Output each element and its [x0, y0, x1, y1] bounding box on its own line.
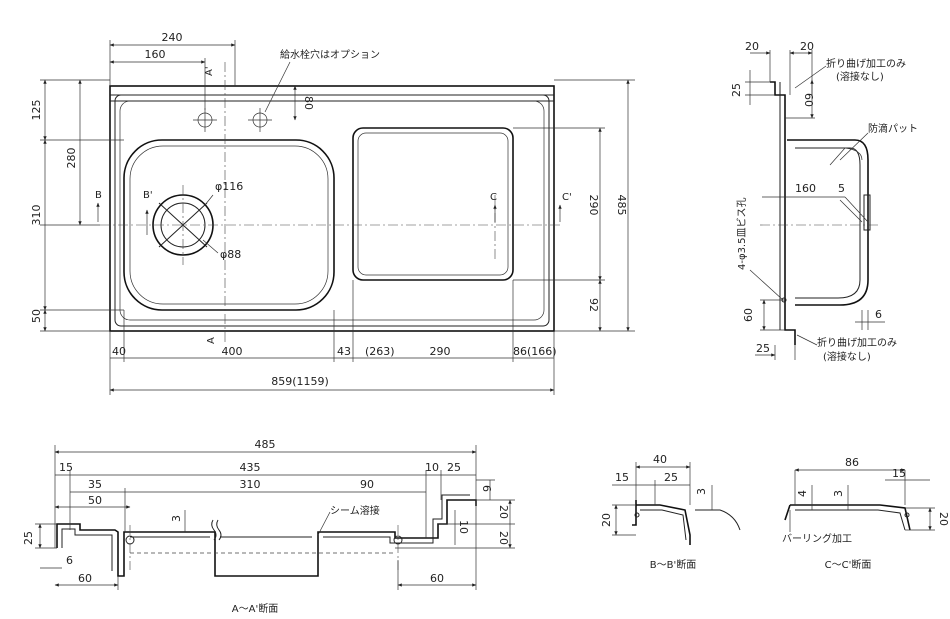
- dim-bottom-40: 40: [112, 345, 126, 358]
- dim-160: 160: [145, 48, 166, 61]
- section-a-dim-435: 435: [240, 461, 261, 474]
- basin-profile: [787, 139, 869, 306]
- section-mark-c-prime: C': [562, 192, 572, 203]
- section-b-dim-40: 40: [653, 453, 667, 466]
- drain-inner-label: φ88: [220, 248, 241, 261]
- section-a-dim-35: 35: [88, 478, 102, 491]
- section-b-view: 40 15 25 3 20 B～B'断面: [600, 453, 741, 571]
- side-dim-60-top: 60: [802, 93, 815, 107]
- drain-outer-label: φ116: [215, 180, 243, 193]
- section-c-caption: C～C'断面: [825, 558, 872, 571]
- section-a-note-seam: シーム溶接: [330, 504, 380, 517]
- dim-total-width: 859(1159): [271, 375, 329, 388]
- section-a-dim-25: 25: [447, 461, 461, 474]
- counter-outline: [109, 85, 555, 332]
- section-b-dim-25: 25: [664, 471, 678, 484]
- section-a-view: 485 15 435 10 25 35 310 90 50 3 シーム溶接 6 …: [22, 438, 515, 615]
- section-mark-c: C: [490, 192, 497, 203]
- faucet-hole-note: 給水栓穴はオプション: [280, 48, 380, 61]
- section-a-dim-60-left: 60: [78, 572, 92, 585]
- dim-280: 280: [65, 148, 78, 169]
- section-mark-a-top: A': [204, 66, 215, 76]
- section-c-dim-3: 3: [832, 490, 845, 497]
- dim-bottom-86-166: 86(166): [513, 345, 557, 358]
- section-b-profile: [632, 500, 691, 545]
- section-a-dim-485: 485: [255, 438, 276, 451]
- section-a-dim-50: 50: [88, 494, 102, 507]
- side-note-bottom-line2: (溶接なし): [823, 350, 871, 363]
- section-a-dim-25-left: 25: [22, 531, 35, 545]
- section-b-caption: B～B'断面: [650, 558, 696, 571]
- dim-50-left: 50: [30, 309, 43, 323]
- section-a-caption: A～A'断面: [232, 602, 278, 615]
- section-a-dim-310: 310: [240, 478, 261, 491]
- dim-290-vertical: 290: [587, 195, 600, 216]
- section-a-dim-6-right: 6: [480, 485, 493, 492]
- section-mark-a-bottom: A: [206, 337, 217, 344]
- section-c-dim-86: 86: [845, 456, 859, 469]
- side-note-pad: 防滴パット: [868, 122, 918, 135]
- dim-485-vertical: 485: [615, 195, 628, 216]
- dim-92: 92: [587, 298, 600, 312]
- dim-240: 240: [162, 31, 183, 44]
- dim-bottom-263: (263): [365, 345, 395, 358]
- section-a-dim-10: 10: [425, 461, 439, 474]
- side-dim-20-left: 20: [745, 40, 759, 53]
- section-c-dim-20: 20: [937, 512, 950, 526]
- section-a-dim-60-right: 60: [430, 572, 444, 585]
- dim-125: 125: [30, 100, 43, 121]
- section-a-dim-20-upper: 20: [497, 505, 510, 519]
- dim-bottom-43: 43: [337, 345, 351, 358]
- section-b-dim-20: 20: [600, 513, 613, 527]
- dim-310-left: 310: [30, 205, 43, 226]
- side-note-top-line1: 折り曲げ加工のみ: [826, 57, 906, 70]
- plan-view: 240 160 A' A 給水栓穴はオプション 80 125 310 50 28…: [30, 31, 635, 395]
- section-a-dim-90: 90: [360, 478, 374, 491]
- section-b-dim-15: 15: [615, 471, 629, 484]
- section-c-profile: [784, 504, 911, 531]
- side-dim-25-top: 25: [730, 83, 743, 97]
- side-view: 20 20 25 60 折り曲げ加工のみ (溶接なし) 防滴パット 160 5 …: [730, 40, 918, 363]
- dim-bottom-290: 290: [430, 345, 451, 358]
- section-a-dim-3: 3: [170, 515, 183, 522]
- dim-bottom-400: 400: [222, 345, 243, 358]
- side-dim-6: 6: [875, 308, 882, 321]
- section-a-dim-10-vertical: 10: [457, 520, 470, 534]
- section-mark-b-prime: B': [143, 190, 153, 201]
- section-a-dim-20-lower: 20: [497, 531, 510, 545]
- section-a-dim-15: 15: [59, 461, 73, 474]
- section-c-dim-4: 4: [796, 490, 809, 497]
- side-dim-160: 160: [795, 182, 816, 195]
- side-dim-25-bottom: 25: [756, 342, 770, 355]
- side-dim-5: 5: [838, 182, 845, 195]
- section-c-view: 86 15 4 3 20 バーリング加工 C～C'断面: [782, 456, 950, 571]
- side-dim-60-bottom: 60: [742, 308, 755, 322]
- section-mark-b: B: [95, 190, 102, 201]
- faucet-hole-right: [248, 108, 272, 132]
- section-c-note-burring: バーリング加工: [782, 532, 852, 545]
- side-dim-20-right: 20: [800, 40, 814, 53]
- dim-80: 80: [302, 96, 315, 110]
- section-b-dim-3: 3: [695, 488, 708, 495]
- faucet-hole-left: [193, 108, 217, 132]
- section-a-dim-6-left: 6: [66, 554, 73, 567]
- side-note-top-line2: (溶接なし): [836, 70, 884, 83]
- drainboard: [352, 127, 514, 281]
- side-note-bottom-line1: 折り曲げ加工のみ: [817, 336, 897, 349]
- section-a-profile: [56, 499, 477, 577]
- side-note-screw: 4-φ3.5皿ビス孔: [736, 198, 748, 270]
- section-c-dim-15: 15: [892, 467, 906, 480]
